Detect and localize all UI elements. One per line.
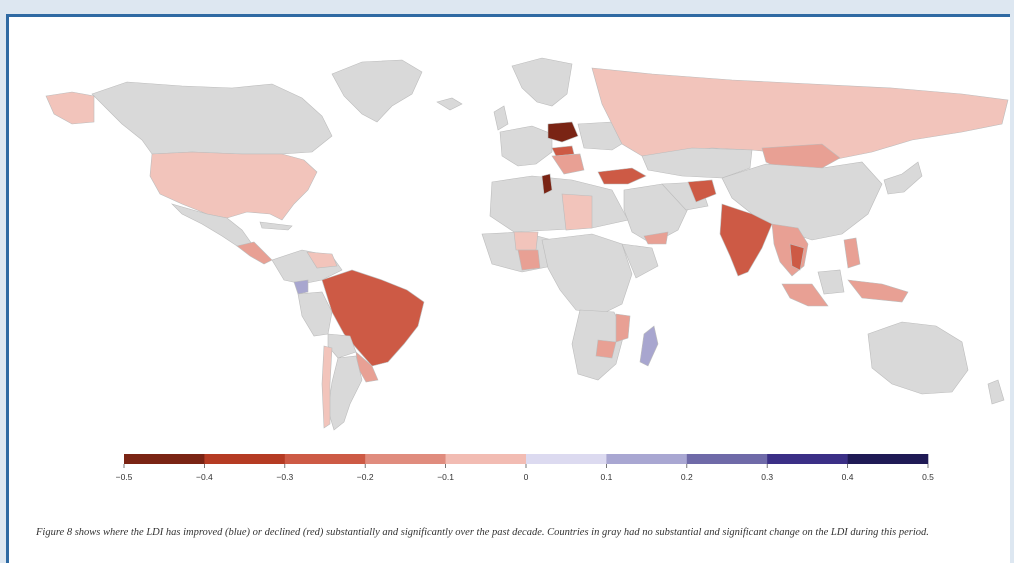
alaska	[45, 91, 95, 125]
legend-tick-label: 0.5	[922, 472, 934, 482]
kazakhstan	[641, 147, 753, 179]
legend-tick-label: 0.1	[600, 472, 612, 482]
legend-bin	[365, 454, 446, 464]
australia	[867, 321, 969, 395]
turkey	[597, 167, 647, 185]
canada	[91, 81, 333, 155]
legend-tick-label: 0.2	[681, 472, 693, 482]
thailand	[789, 243, 805, 271]
legend-tick-label: −0.2	[357, 472, 374, 482]
legend-tick-label: 0	[524, 472, 529, 482]
tunisia	[541, 173, 553, 195]
nigeria-benin	[517, 249, 541, 271]
brazil	[321, 269, 425, 367]
central-africa	[541, 233, 633, 315]
western-europe	[499, 125, 553, 167]
new-zealand	[987, 379, 1005, 405]
korea-japan	[883, 161, 923, 195]
borneo	[817, 269, 845, 295]
color-legend: −0.5 −0.4 −0.3 −0.2 −0.1 0 0.1 0.2 0.3 0.4 0.5	[116, 454, 934, 482]
libya	[561, 193, 593, 231]
balkans	[551, 153, 585, 175]
iceland	[436, 97, 463, 111]
horn-africa	[621, 243, 659, 279]
afghanistan	[687, 179, 717, 203]
madagascar	[639, 325, 659, 367]
united-states	[149, 151, 318, 221]
mozambique-region	[615, 313, 631, 343]
legend-tick-label: −0.3	[276, 472, 293, 482]
legend-bin	[204, 454, 286, 464]
north-africa	[489, 175, 629, 233]
chile	[321, 345, 333, 429]
figure-caption: Figure 8 shows where the LDI has improve…	[36, 527, 929, 538]
legend-bin	[606, 454, 688, 464]
yemen	[643, 231, 669, 245]
uk	[493, 105, 509, 131]
china	[721, 161, 883, 241]
indonesia-east	[847, 279, 909, 303]
greenland	[331, 59, 423, 123]
legend-tick-label: −0.5	[116, 472, 133, 482]
legend-bin	[124, 454, 205, 464]
ecuador	[293, 279, 309, 295]
poland	[547, 121, 579, 143]
zimbabwe-region	[595, 339, 617, 359]
peru	[297, 291, 333, 337]
legend-tick-label: 0.3	[761, 472, 773, 482]
hungary	[551, 145, 575, 157]
legend-tick-label: 0.4	[842, 472, 854, 482]
argentina	[327, 355, 363, 431]
legend-bin	[686, 454, 768, 464]
legend-tick-label: −0.4	[196, 472, 213, 482]
legend-bin	[847, 454, 929, 464]
legend-bin	[445, 454, 527, 464]
russia	[591, 67, 1009, 161]
philippines	[843, 237, 861, 269]
indonesia-west	[781, 283, 829, 307]
scandinavia	[511, 57, 573, 107]
world-map	[45, 57, 1009, 431]
legend-tick-label: −0.1	[437, 472, 454, 482]
venezuela	[306, 251, 338, 269]
sahel-state	[513, 231, 539, 251]
india	[719, 203, 773, 277]
cuba	[259, 221, 293, 231]
legend-bin	[284, 454, 366, 464]
legend-bin	[526, 454, 607, 464]
legend-bin	[767, 454, 848, 464]
central-america	[236, 241, 273, 265]
bolivia	[327, 333, 357, 359]
